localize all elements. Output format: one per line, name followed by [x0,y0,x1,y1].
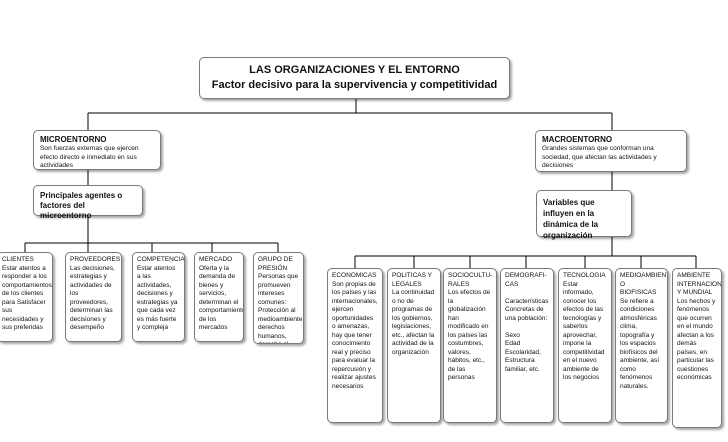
micro-item-mercado: MERCADO Oferta y la demanda de bienes y … [194,252,244,342]
microentorno-box: MICROENTORNO Son fuerzas externas que ej… [33,130,161,170]
macroentorno-heading: MACROENTORNO [542,135,613,144]
macro-item-politicas-legales: POLITICAS Y LEGALES La continuidad o no … [387,268,441,423]
macro-item-ambiente-internacional: AMBIENTE INTERNACIONAL Y MUNDIAL Los hec… [672,268,722,428]
macro-item-medioambientales: MEDIOAMBIENTALES O BIOFISICAS Se refiere… [615,268,668,423]
microentorno-description: Son fuerzas externas que ejercen efecto … [40,145,139,170]
macroentorno-description: Grandes sistemas que conforman una socie… [542,145,657,170]
macro-item-demograficas: DEMOGRAFI-CAS Características Concretas … [500,268,554,423]
micro-item-proveedores: PROVEEDORES Las decisiones, estrategias … [65,252,122,342]
main-subtitle: Factor decisivo para la supervivencia y … [211,79,498,91]
macro-item-tecnologia: TECNOLOGIA Estar informado, conocer los … [558,268,612,423]
macro-vars-box: Variables que influyen en la dinámica de… [536,190,632,240]
macroentorno-box: MACROENTORNO Grandes sistemas que confor… [535,130,687,172]
main-title: LAS ORGANIZACIONES Y EL ENTORNO [249,64,460,76]
main-title-box: LAS ORGANIZACIONES Y EL ENTORNO Factor d… [199,57,510,99]
macro-item-socioculturales: SOCIOCULTU-RALES Los efectos de la globa… [443,268,497,423]
macro-item-economicas: ECONOMICAS Son propias de los países y l… [327,268,383,423]
micro-item-competencia: COMPETENCIA Estar atentos a las activida… [132,252,185,342]
micro-item-clientes: CLIENTES Estar atentos a responder a los… [0,252,53,342]
microentorno-heading: MICROENTORNO [40,135,107,144]
micro-agents-box: Principales agentes o factores del micro… [33,185,143,220]
micro-item-grupo-presion: GRUPO DE PRESIÓN Personas que promueven … [253,252,304,344]
